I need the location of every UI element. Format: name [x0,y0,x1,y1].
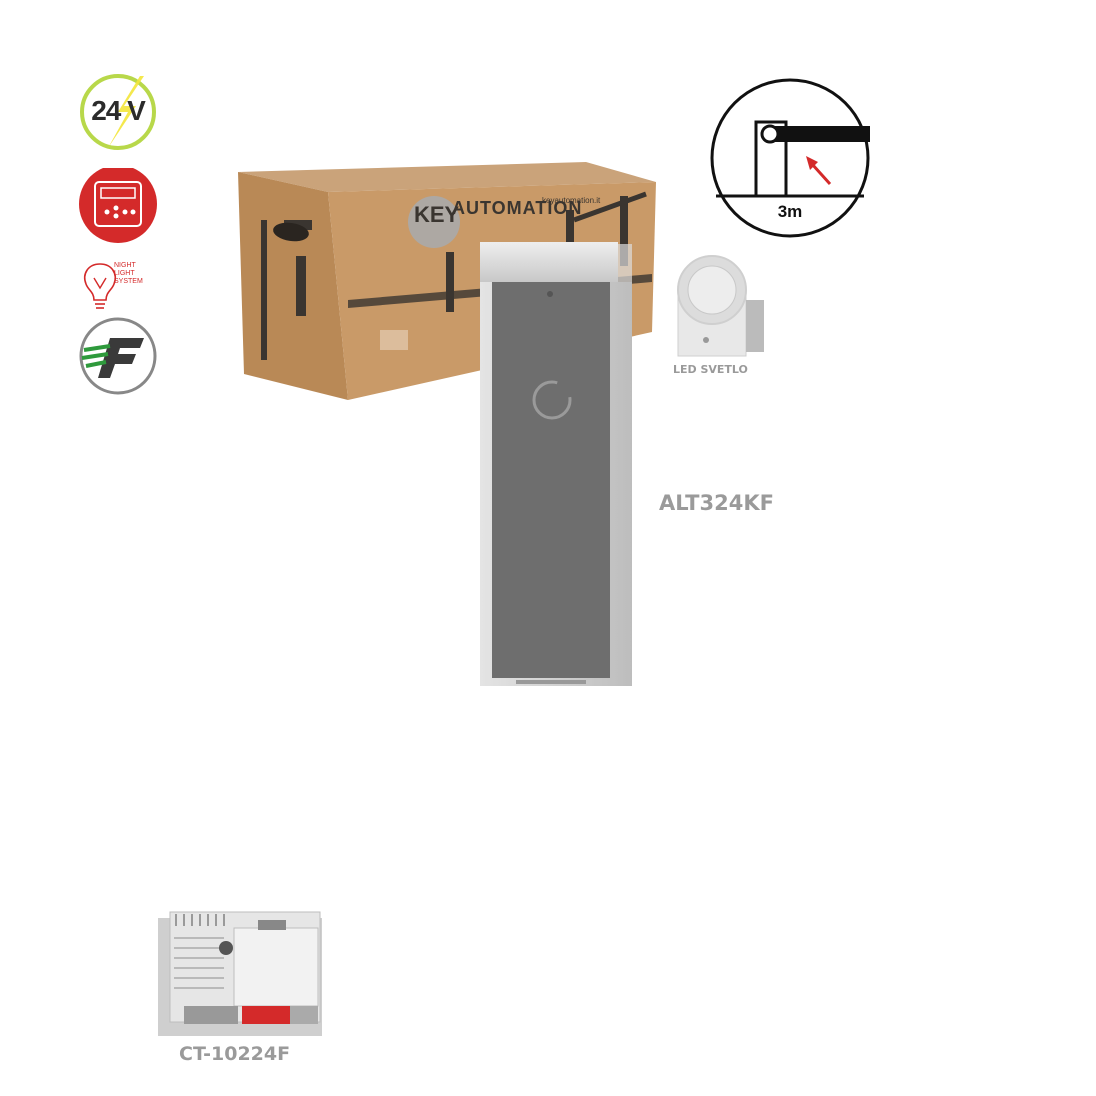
packaging-box: KEY AUTOMATION keyautomation.it [236,160,666,400]
box-url: keyautomation.it [542,196,601,205]
led-light-label: LED SVETLO [673,363,748,376]
fast-f-icon [78,316,158,396]
24v-power-icon: 24 V [78,72,158,152]
barrier-column-image [476,236,636,688]
box-brand-key: KEY [414,202,460,227]
control-board-image [154,908,330,1038]
boom-length-label: 3m [777,202,803,221]
led-light-image [672,252,768,362]
boom-length-diagram: 3m [708,76,872,240]
barrier-model-label: ALT324KF [659,491,774,515]
night-light-text: NIGHT LIGHT SYSTEM [114,262,143,285]
voltage-label: 24 V [91,95,146,126]
remote-control-icon [78,165,158,248]
control-board-label: CT-10224F [179,1043,291,1065]
box-brand-automation: AUTOMATION [452,198,583,218]
night-light-icon: NIGHT LIGHT SYSTEM [78,258,158,314]
